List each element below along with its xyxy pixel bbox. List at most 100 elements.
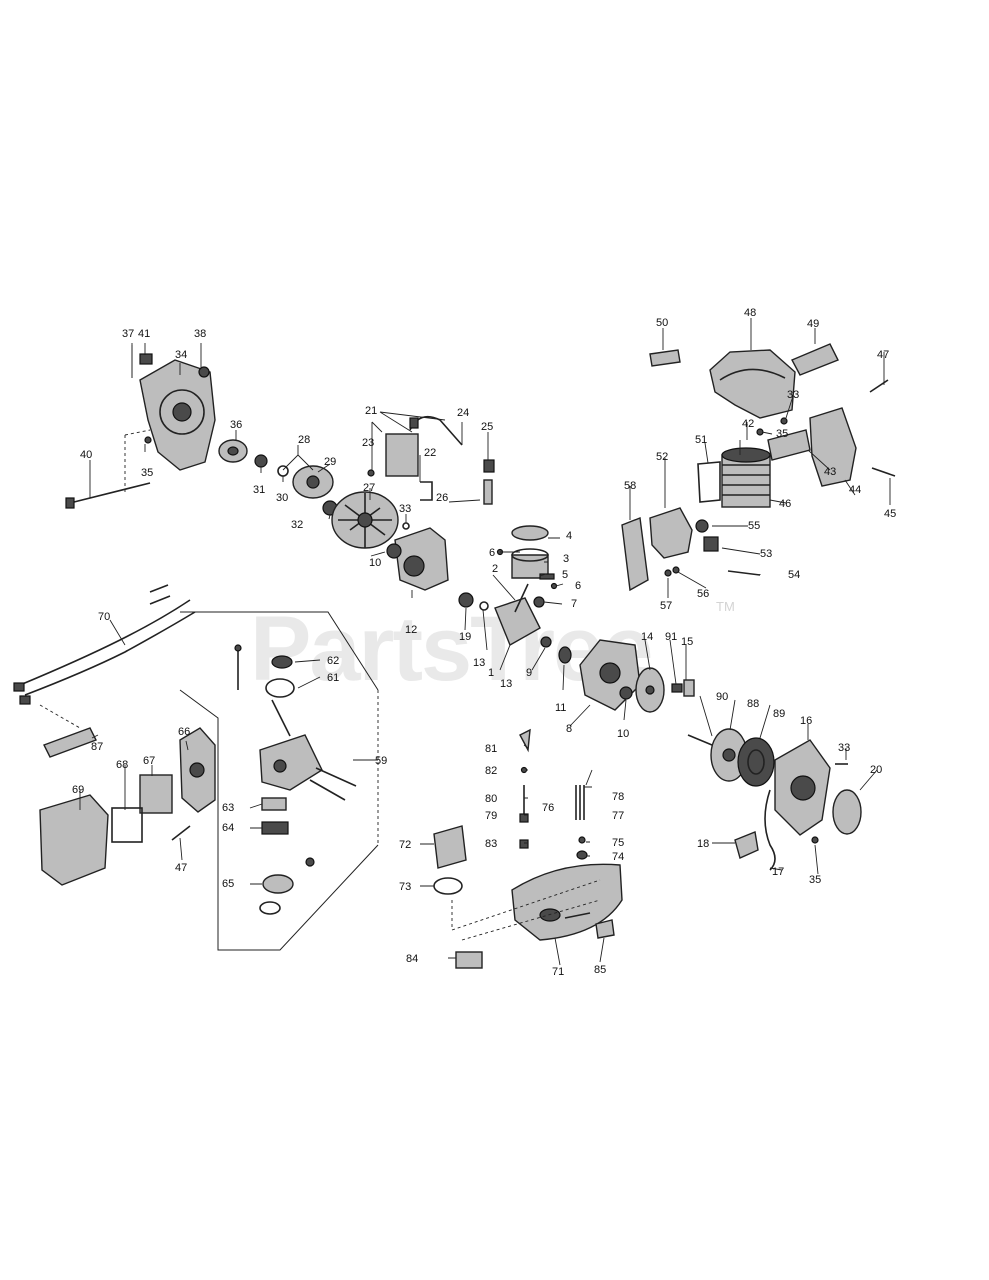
part-number-83: 83 [485,838,497,850]
piston-top [511,548,549,562]
part-number-33-right: 33 [787,389,799,401]
housing-bore [159,389,205,435]
part-number-19: 19 [459,631,471,643]
pulley-88-hub [722,748,736,762]
part-number-21: 21 [365,405,377,417]
diaphragm-64 [261,821,289,835]
part-number-23: 23 [362,437,374,449]
part-number-17: 17 [772,866,784,878]
part-number-8: 8 [566,723,572,735]
crankcase-right-group [579,639,695,713]
starter-group [687,728,862,871]
spark-plug-boot-25 [483,459,495,473]
part-number-9: 9 [526,667,532,679]
screw-47-left [171,825,191,841]
part-number-31: 31 [253,484,265,496]
bolt-40 [69,482,151,504]
shroud-48-edge [719,368,786,381]
carburetor-group [179,611,379,951]
screw-47-top [869,379,889,393]
part-number-57: 57 [660,600,672,612]
part-number-11: 11 [555,702,566,714]
carburetor-frame-top [180,611,379,691]
intake-52 [649,507,693,559]
nut-41 [139,353,153,365]
fuel-tank-71 [511,863,623,941]
part-number-63: 63 [222,802,234,814]
connecting-rod-2 [514,583,529,613]
filter-67 [139,774,173,814]
part-number-84: 84 [406,953,418,965]
part-number-58: 58 [624,480,636,492]
part-number-85: 85 [594,964,606,976]
screw-33-right [780,417,788,425]
crankcase-half-group [386,514,449,591]
flywheel-hub [357,512,373,528]
bearing-19 [458,592,474,608]
harness-70-line-a [19,599,191,686]
part-number-38: 38 [194,328,206,340]
clip-6-bottom [550,582,558,590]
gasket-51 [697,461,721,503]
label-85 [595,919,615,939]
part-number-65: 65 [222,878,234,890]
carburetor-frame-lower [179,689,379,951]
part-number-10-right: 10 [617,728,629,740]
part-number-47-top: 47 [877,349,889,361]
filter-68 [111,807,143,843]
spring-89 [737,737,775,787]
filter-base-hole [189,762,205,778]
fuel-tank-opening [539,908,561,922]
part-number-36: 36 [230,419,242,431]
part-number-43: 43 [824,466,836,478]
fuel-tank-slot [564,912,591,919]
bearing-7 [533,596,545,608]
crankshaft-1 [494,597,541,647]
pin-33-center [402,522,410,530]
part-number-30: 30 [276,492,288,504]
part-number-55: 55 [748,520,760,532]
part-number-88: 88 [747,698,759,710]
part-number-33-center: 33 [399,503,411,515]
gasket-61 [265,678,295,698]
part-number-2: 2 [492,563,498,575]
piston-crank-group [458,525,572,664]
fitting-79 [519,813,529,823]
part-number-89: 89 [773,708,785,720]
leader-lines [79,318,891,966]
label-50 [649,349,681,367]
label-49 [791,343,839,376]
part-number-42: 42 [742,418,754,430]
flywheel-group [331,491,399,549]
adjust-screw-a [309,779,346,801]
part-number-4: 4 [566,530,572,542]
bolt-40-head [65,497,75,509]
carburetor-bore [273,759,287,773]
harness-70-line-b [24,611,196,696]
part-number-40: 40 [80,449,92,461]
shroud-48 [709,349,796,419]
part-number-51: 51 [695,434,707,446]
part-number-37: 37 [122,328,134,340]
part-number-50: 50 [656,317,668,329]
throttle-87 [43,727,97,758]
part-number-16: 16 [800,715,812,727]
piston-ring-4 [511,525,549,541]
part-number-80: 80 [485,793,497,805]
cylinder-top [721,447,771,463]
rope-17 [764,789,776,871]
part-number-20: 20 [870,764,882,776]
leader-21 [379,411,446,433]
fuel-tank-group [433,728,623,969]
part-number-82: 82 [485,765,497,777]
part-number-5: 5 [562,569,568,581]
washer-13-upper [479,601,489,611]
part-number-15: 15 [681,636,693,648]
connector-70-a [13,682,25,692]
spring-89-inner [747,749,765,775]
part-number-44: 44 [849,484,861,496]
bracket-22 [420,481,433,501]
crankcase-8-bore [599,662,621,684]
clutch-shoe-center [306,475,320,489]
screw-56 [672,566,680,574]
